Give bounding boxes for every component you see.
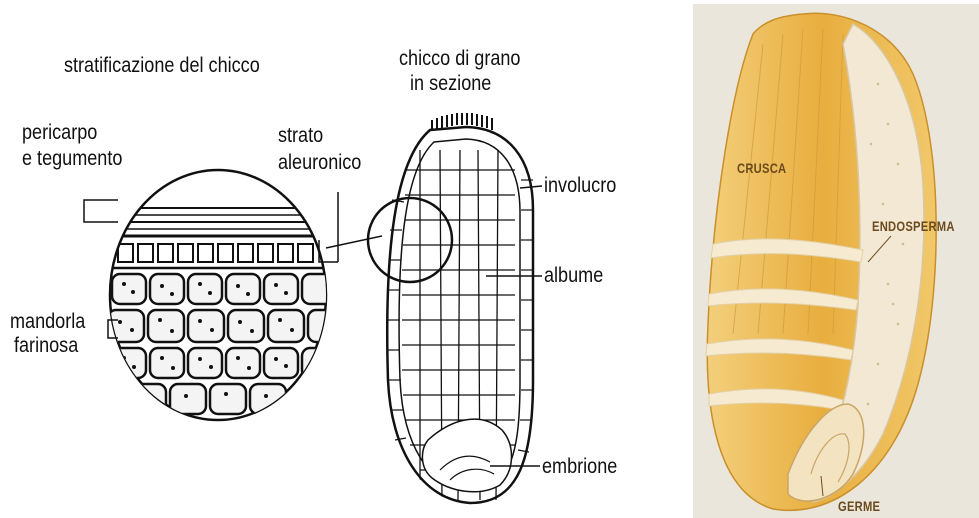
section-title-line1: chicco di grano [399, 47, 520, 70]
section-title-line2: in sezione [410, 72, 491, 95]
layering-title: stratificazione del chicco [64, 54, 260, 77]
endosperm-label-line1: mandorla [10, 310, 85, 333]
albumen-label: albume [544, 264, 603, 287]
aleurone-label-line1: strato [278, 124, 323, 147]
aleurone-label-line2: aleuronico [278, 151, 361, 174]
endosperm-photo-label: ENDOSPERMA [872, 218, 955, 234]
grain-illustration [693, 4, 979, 518]
kernel-section-diagram [368, 113, 542, 503]
embryo-label: embrione [542, 455, 617, 478]
endosperm-label-line2: farinosa [14, 334, 78, 357]
grain-illustration-panel [693, 4, 979, 518]
pericarp-label-line2: e tegumento [22, 147, 122, 170]
envelope-label: involucro [544, 174, 616, 197]
pericarp-label-line1: pericarpo [22, 121, 97, 144]
germ-label: GERME [838, 498, 880, 514]
bran-label: CRUSCA [737, 160, 786, 176]
kernel-layers-diagram [84, 170, 382, 420]
